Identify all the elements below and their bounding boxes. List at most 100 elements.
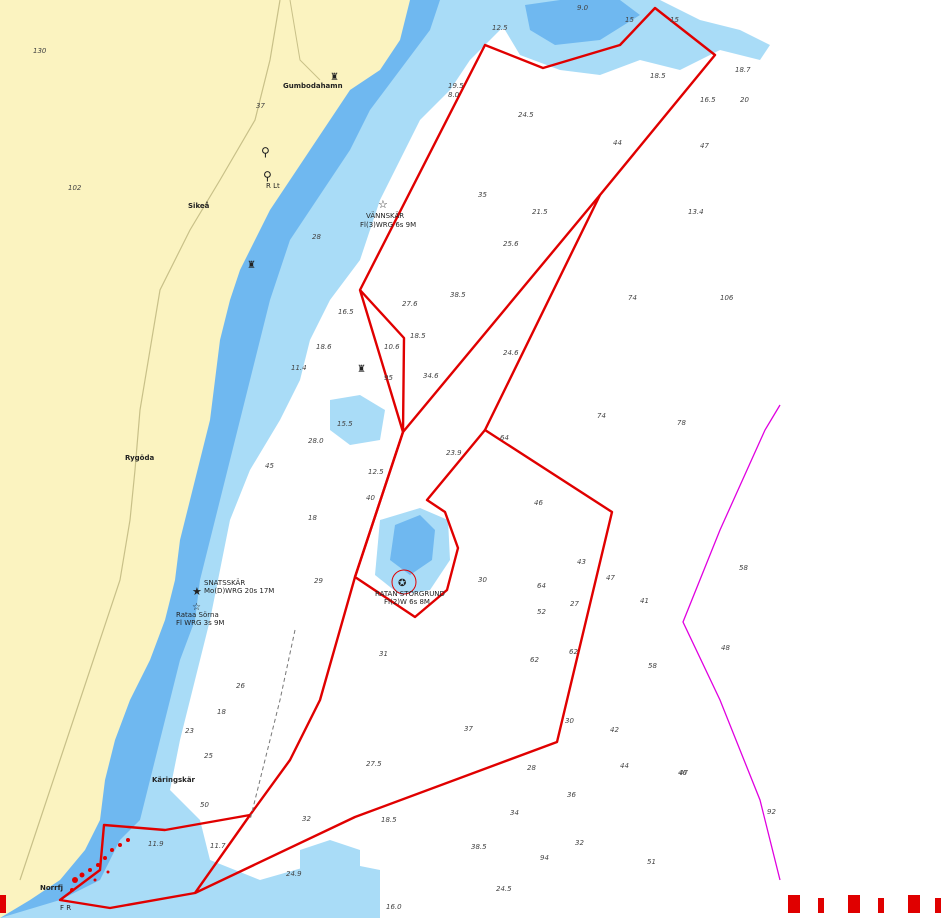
depth-sounding: 11.4 [291, 364, 307, 372]
depth-sounding: 25.6 [503, 240, 519, 248]
shallow-islet [390, 515, 435, 575]
depth-sounding: 23.9 [446, 449, 462, 457]
depth-sounding: 46 [678, 769, 687, 777]
road-1 [19, 0, 281, 881]
depth-sounding: 47 [606, 574, 615, 582]
depth-sounding: 28.0 [308, 437, 324, 445]
land-mass [0, 0, 410, 918]
beacon-icon: ♜ [330, 72, 339, 83]
depth-sounding: 15 [625, 16, 634, 24]
depth-sounding: 24.9 [286, 870, 302, 878]
depth-sounding: 37 [256, 102, 265, 110]
depth-sounding: 62 [569, 648, 578, 656]
depth-sounding: 34.6 [423, 372, 439, 380]
shallow-patch-top [525, 0, 640, 45]
survey-area-islet-loop[interactable] [353, 429, 486, 619]
depth-sounding: 64 [537, 582, 546, 590]
label-snatsskar-name: SNATSSKÄR [204, 578, 245, 587]
depth-sounding: 92 [767, 808, 776, 816]
depth-sounding: 51 [647, 858, 656, 866]
depth-sounding: 44 [613, 139, 622, 147]
rataa-light-icon: ☆ [192, 602, 201, 613]
depth-sounding: 45 [265, 462, 274, 470]
mid-depth-patch [330, 395, 385, 445]
depth-sounding: 47 [679, 769, 688, 777]
depth-sounding: 32 [302, 815, 311, 823]
label-ratan-char: FI(2)W 6s 8M [384, 598, 430, 606]
depth-sounding: 37 [464, 725, 473, 733]
depth-sounding: 27 [570, 600, 579, 608]
depth-sounding: 46 [534, 499, 543, 507]
label-rataa-char: Fl WRG 3s 9M [176, 619, 224, 627]
depth-sounding: 130 [33, 47, 47, 55]
depth-sounding: 11.9 [148, 840, 164, 848]
depth-sounding: 18.5 [650, 72, 666, 80]
depth-sounding: 32 [575, 839, 584, 847]
place-rygoda: Rygöda [125, 454, 154, 462]
depth-sounding: 11.7 [210, 842, 226, 850]
survey-area-south-leg[interactable] [194, 814, 251, 894]
depth-sounding: 18.5 [410, 332, 426, 340]
fairway-dashed-line [249, 629, 296, 821]
depth-sounding: 12.5 [368, 468, 384, 476]
depth-sounding: 30 [565, 717, 574, 725]
depth-sounding: 8.0 [448, 91, 460, 99]
label-rataa-name: Rataa Sörna [176, 611, 219, 619]
depth-sounding: 42 [610, 726, 619, 734]
depth-sounding: 23 [185, 727, 194, 735]
depth-sounding: 28 [527, 764, 536, 772]
depth-sounding: 40 [366, 494, 375, 502]
depth-sounding: 10.6 [384, 343, 400, 351]
depth-sounding: 58 [739, 564, 748, 572]
depth-sounding: 18.7 [735, 66, 751, 74]
depth-sounding: 58 [648, 662, 657, 670]
depth-sounding: 24.5 [496, 885, 512, 893]
survey-area-inner[interactable] [359, 194, 601, 434]
light-range-circle [391, 569, 417, 595]
depth-sounding: 52 [537, 608, 546, 616]
obstruction-dots [70, 838, 130, 892]
scale-bar [788, 895, 941, 913]
place-sikea: Sikeå [188, 201, 210, 210]
depth-sounding: 38.5 [450, 291, 466, 299]
depth-sounding: 24.5 [518, 111, 534, 119]
depth-sounding: 16.5 [700, 96, 716, 104]
beacon-icon-2: ♜ [247, 260, 256, 271]
depth-sounding: 25 [204, 752, 213, 760]
wind-turbine-icon-2: ⚲ [263, 169, 272, 183]
depth-sounding: 35 [478, 191, 487, 199]
depth-sounding: 50 [200, 801, 209, 809]
storgrund-light-icon: ✪ [398, 578, 406, 589]
depth-sounding: 27.6 [402, 300, 418, 308]
depth-sounding: 44 [620, 762, 629, 770]
depth-sounding: 15 [670, 16, 679, 24]
depth-sounding: 74 [628, 294, 637, 302]
depth-sounding: 36 [567, 791, 576, 799]
mid-depth-patch-2 [300, 840, 360, 900]
depth-sounding: 26 [236, 682, 245, 690]
label-vannskar-char: Fl(3)WRG 6s 9M [360, 221, 416, 229]
territorial-boundary-line [682, 404, 781, 881]
depth-sounding: 38.5 [471, 843, 487, 851]
depth-sounding: 18.5 [381, 816, 397, 824]
depth-sounding: 64 [500, 434, 509, 442]
label-ratan-name: RATAN STORGRUND [375, 590, 445, 598]
depth-sounding: 34 [510, 809, 519, 817]
depth-sounding: 48 [721, 644, 730, 652]
depth-sounding: 20 [740, 96, 749, 104]
depth-sounding: 24.6 [503, 349, 519, 357]
depth-sounding: 18 [217, 708, 226, 716]
depth-sounding: 30 [478, 576, 487, 584]
survey-area-boundary[interactable] [58, 6, 717, 910]
vannskar-light-icon: ☆ [378, 198, 388, 211]
depth-sounding: 78 [677, 419, 686, 427]
beacon-icon-3: ♜ [357, 364, 366, 375]
depth-sounding: 18 [308, 514, 317, 522]
depth-sounding: 16.0 [386, 903, 402, 911]
depth-sounding: 28 [312, 233, 321, 241]
label-fr: F R [60, 904, 71, 912]
depth-sounding: 31 [379, 650, 388, 658]
depth-sounding: 106 [720, 294, 734, 302]
